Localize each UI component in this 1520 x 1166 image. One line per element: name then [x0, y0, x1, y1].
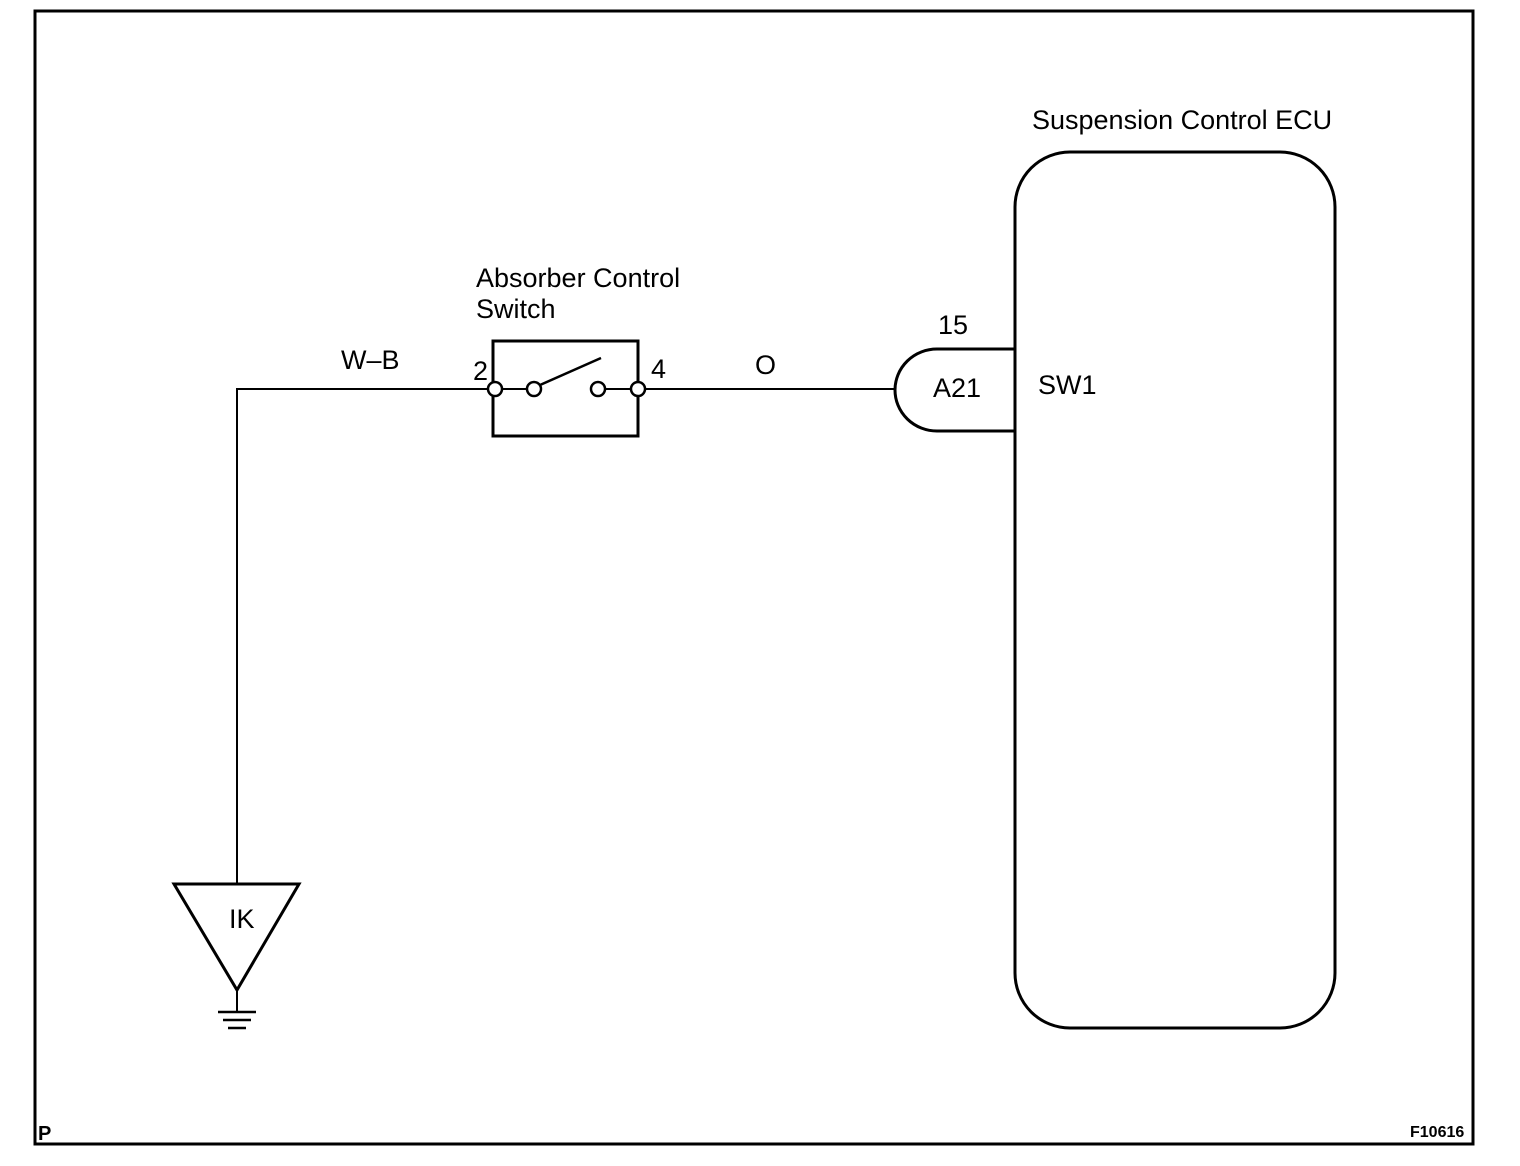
corner-left-mark: P [38, 1123, 51, 1145]
connector-shape [893, 347, 1015, 433]
ecu-title: Suspension Control ECU [1032, 105, 1332, 135]
signal-wire-color: O [755, 350, 776, 380]
ecu-box [1013, 150, 1337, 1030]
switch-title-line2: Switch [476, 294, 556, 324]
ground-point-code: IK [229, 904, 255, 934]
switch-pin-out: 4 [651, 354, 666, 384]
switch-contact-right [589, 380, 607, 398]
switch-blade [539, 356, 602, 387]
ecu-terminal-label: SW1 [1038, 370, 1097, 400]
switch-terminal-2 [486, 380, 504, 398]
switch-title-line1: Absorber Control [476, 263, 680, 293]
ground-wire-color: W–B [341, 345, 400, 375]
switch-terminal-4 [629, 380, 647, 398]
switch-pin-in: 2 [473, 356, 488, 386]
ground-point-triangle [171, 882, 302, 993]
connector-code: A21 [933, 373, 981, 403]
connector-pin: 15 [938, 310, 968, 340]
switch-contact-left [525, 380, 543, 398]
ground-symbol-icon [218, 1010, 256, 1030]
figure-id: F10616 [1410, 1124, 1464, 1141]
ground-wire [236, 388, 488, 884]
diagram-frame [33, 9, 1475, 1146]
